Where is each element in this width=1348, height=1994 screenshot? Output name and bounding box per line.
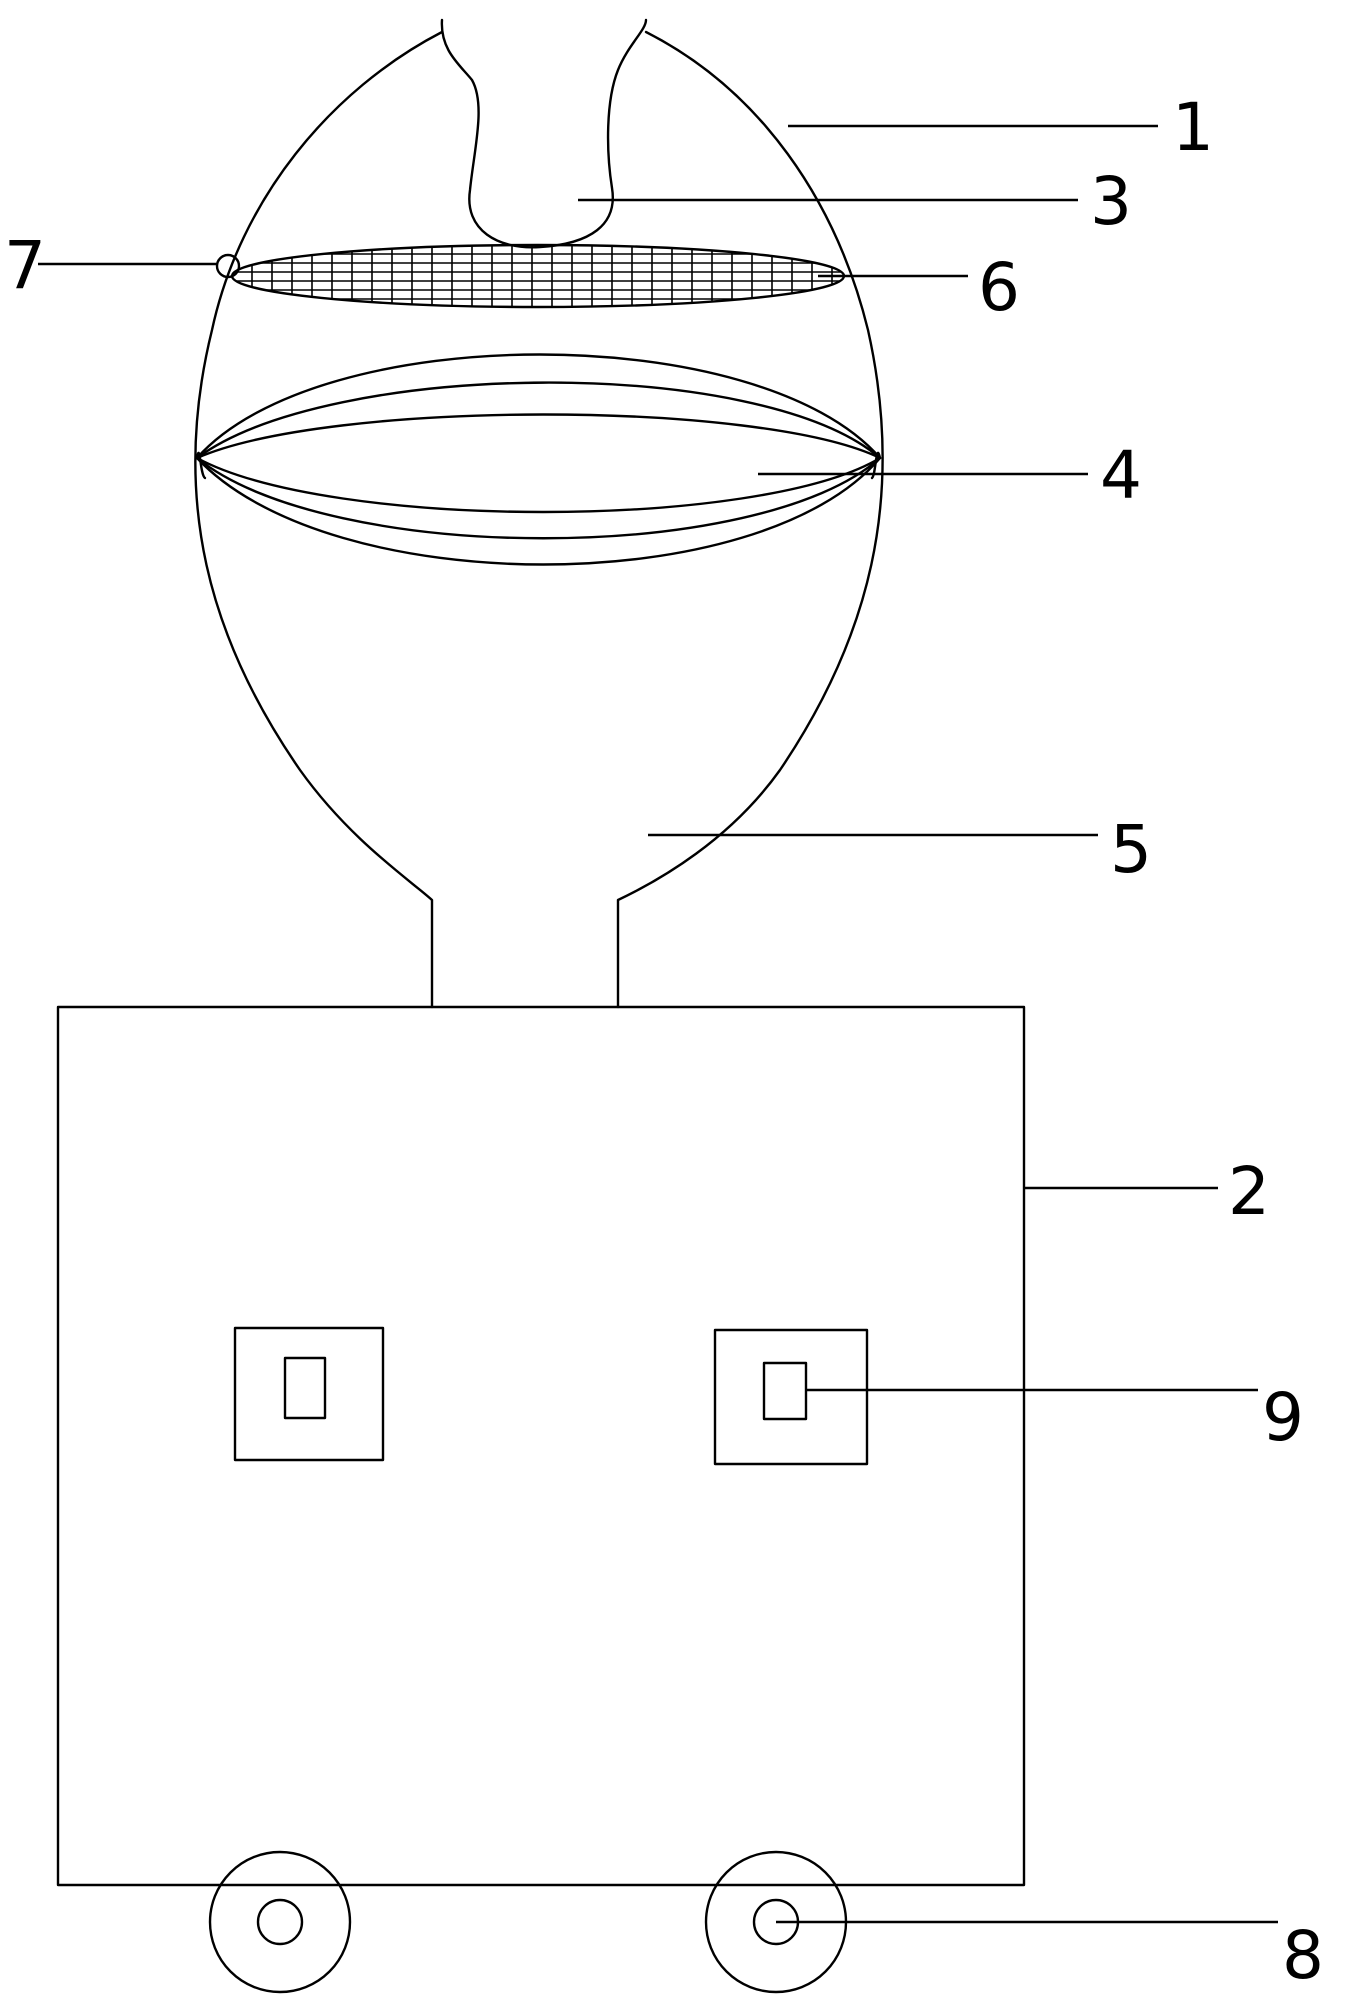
lens-curves	[195, 353, 882, 566]
label-2: 2	[1228, 1153, 1270, 1230]
label-8: 8	[1282, 1917, 1324, 1994]
label-4: 4	[1100, 437, 1142, 514]
label-6: 6	[978, 249, 1020, 326]
knob-part	[215, 253, 241, 279]
label-9: 9	[1262, 1379, 1304, 1456]
label-7: 7	[4, 227, 46, 304]
left-wheel	[208, 1850, 352, 1994]
mesh-filter	[230, 243, 846, 309]
label-3: 3	[1090, 163, 1132, 240]
base-box	[56, 1005, 1026, 1887]
right-switch-panel	[713, 1328, 869, 1466]
left-switch-panel	[233, 1326, 385, 1462]
egg-body-outline	[194, 18, 884, 1009]
leader-lines	[38, 124, 1278, 1924]
label-5: 5	[1110, 811, 1152, 888]
label-1: 1	[1172, 89, 1214, 166]
